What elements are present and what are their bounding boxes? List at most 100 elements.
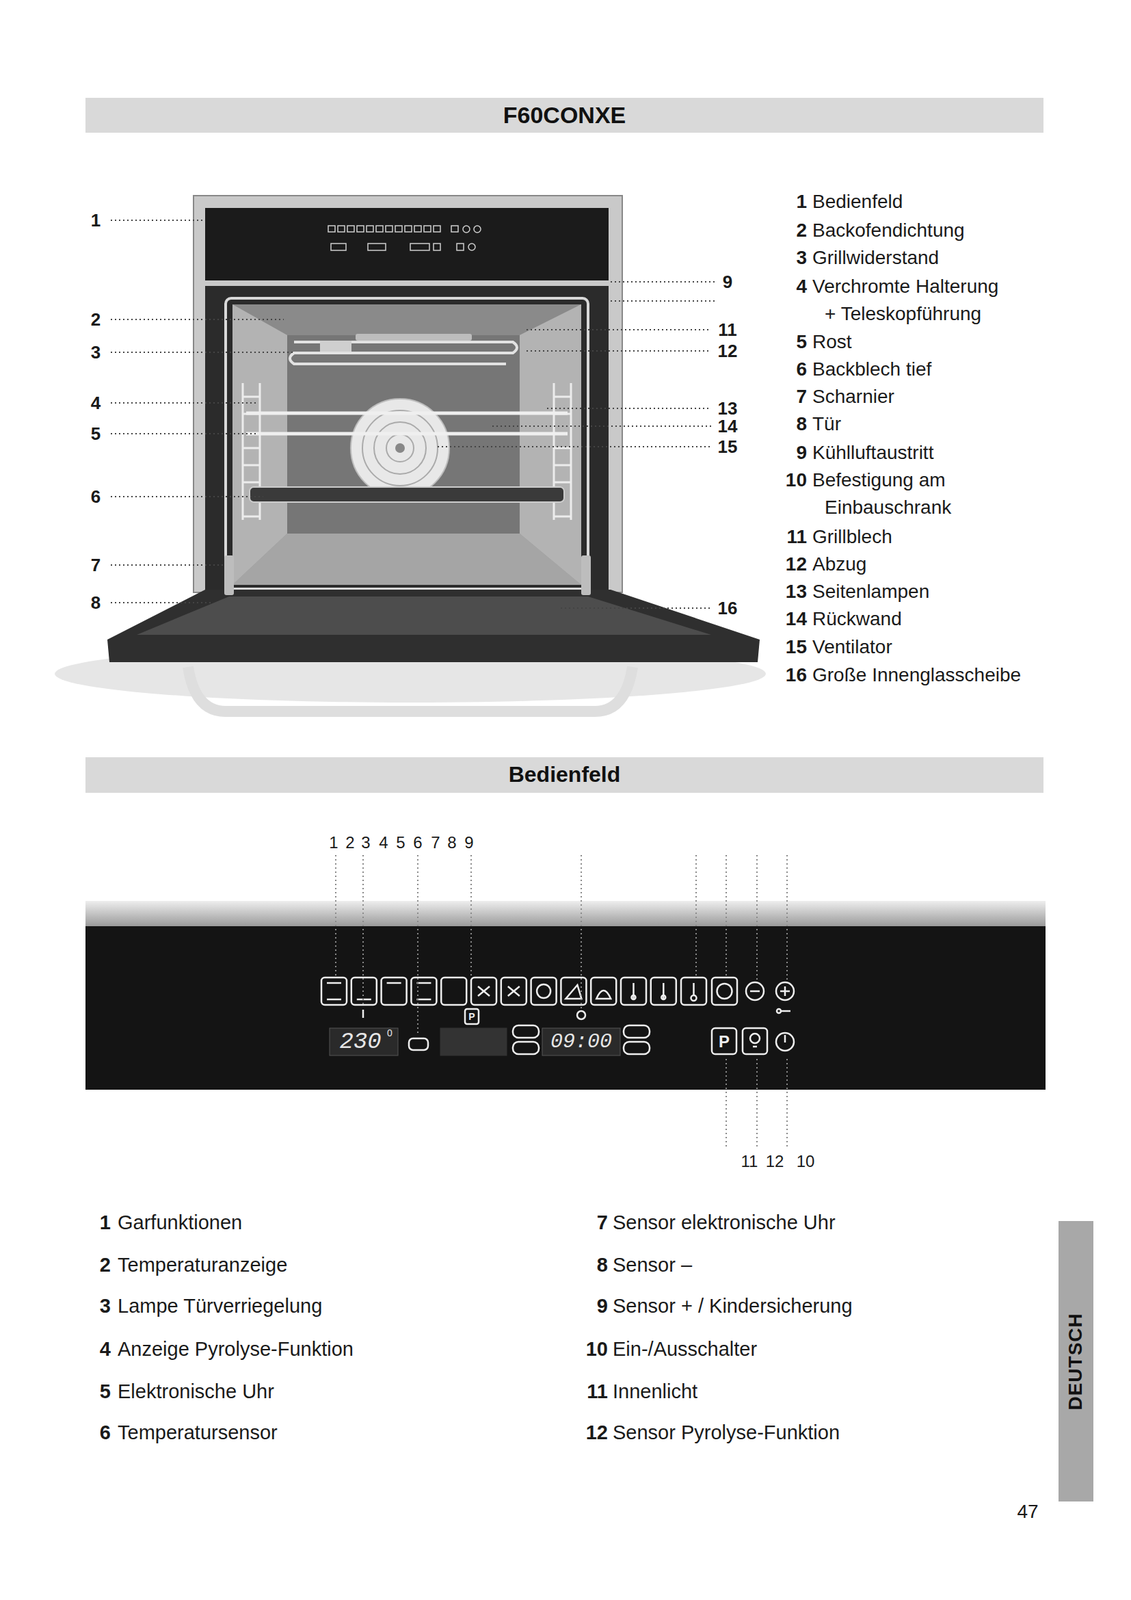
- callout-leaders-line: [470, 854, 472, 976]
- callout-number: 6: [413, 832, 422, 853]
- oven-panel-icons-rect: [376, 225, 383, 232]
- panel-icons-line: [387, 981, 402, 984]
- panel-icons-polygon: [565, 984, 582, 999]
- panel-icons-rect: [681, 977, 707, 1005]
- panel-icons-rect: [512, 1041, 539, 1054]
- legend-text: Lampe Türverriegelung: [117, 1293, 323, 1318]
- callout-number: 3: [90, 341, 101, 364]
- legend-number: 6: [99, 1420, 111, 1445]
- part-name: Bedienfeld: [812, 188, 903, 216]
- panel-icons-line: [784, 1034, 787, 1043]
- door-glass: [136, 596, 712, 635]
- leader-lines-line: [610, 281, 716, 283]
- part-number: 15: [785, 633, 807, 661]
- oven-panel-icons-rect: [347, 225, 355, 232]
- panel-icons-circle: [691, 994, 697, 1001]
- oven-panel-icons: [328, 225, 481, 251]
- side-rack-line: [242, 515, 260, 518]
- callout-number: 1: [328, 832, 338, 853]
- panel-icons-line: [780, 1009, 791, 1013]
- oven-panel-icons-rect: [366, 225, 374, 232]
- panel-icons-line: [784, 986, 787, 996]
- panel-icons-circle: [746, 981, 764, 1000]
- panel-icons-rect: [471, 977, 497, 1005]
- callout-leaders-line: [335, 854, 337, 976]
- callout-number: 11: [741, 1150, 759, 1171]
- section-band-text: Bedienfeld: [508, 762, 621, 787]
- callout-leaders-line: [786, 854, 788, 981]
- display-degree: 0: [387, 1027, 393, 1039]
- part-name: Verchromte Halterung + Teleskopführung: [812, 272, 1013, 328]
- panel-icons-rect: [408, 1038, 429, 1050]
- panel-icons-rect: [531, 977, 557, 1005]
- side-rack-line: [553, 464, 571, 467]
- oven-panel-icons-rect: [330, 243, 347, 251]
- part-name: Ventilator: [812, 633, 893, 661]
- panel-icons-line: [508, 986, 520, 996]
- legend-number: 9: [596, 1293, 608, 1318]
- panel-icons-circle: [631, 994, 636, 1000]
- callout-leaders: [335, 854, 788, 1149]
- callout-number: 8: [90, 592, 101, 614]
- callout-number: 16: [717, 597, 738, 619]
- panel-icons-circle: [776, 1032, 794, 1051]
- panel-icons-rect: [441, 977, 467, 1005]
- part-name: Tür: [812, 410, 842, 438]
- part-name: Kühlluftaustritt: [812, 438, 934, 467]
- legend-number: 12: [586, 1420, 608, 1445]
- leader-lines-line: [110, 495, 264, 498]
- legend-text: Temperaturanzeige: [117, 1252, 288, 1277]
- callout-leaders-line: [362, 854, 364, 1007]
- control-panel-rect: [542, 1027, 621, 1056]
- fan-circle: [395, 443, 405, 453]
- part-number: 16: [785, 661, 807, 689]
- side-rack-line: [570, 382, 573, 520]
- oven-illustration-rect: [205, 207, 609, 281]
- panel-icons-line: [326, 998, 342, 1001]
- callout-leaders-line: [756, 854, 758, 981]
- section-band: Bedienfeld: [85, 756, 1044, 793]
- panel-icons-line: [416, 981, 431, 984]
- callout-number: 12: [765, 1150, 785, 1171]
- part-name: Backofendichtung: [812, 216, 965, 245]
- panel-icons-rect: [501, 977, 527, 1005]
- panel-icons-rect: [650, 977, 677, 1005]
- panel-icons-circle: [750, 1033, 760, 1043]
- panel-icons-rect: [351, 977, 377, 1005]
- callout-number: 2: [345, 832, 355, 853]
- hinge: [224, 555, 234, 595]
- legend-number: 5: [99, 1379, 111, 1404]
- part-number: 13: [785, 577, 807, 606]
- callout-leaders-line: [786, 1058, 788, 1149]
- rack: [246, 411, 568, 416]
- part-name: Rost: [812, 328, 853, 356]
- legend-text: Anzeige Pyrolyse-Funktion: [117, 1336, 354, 1361]
- oven-panel-icons-rect: [337, 225, 345, 232]
- part-name: Befestigung am Einbauschrank: [812, 466, 1013, 522]
- callout-number: 5: [395, 832, 405, 853]
- legend-text: Elektronische Uhr: [117, 1379, 275, 1404]
- legend-number: 8: [596, 1252, 608, 1277]
- legend-number: 1: [99, 1210, 111, 1235]
- panel-icons-line: [508, 986, 520, 996]
- legend-number: 3: [99, 1293, 111, 1318]
- panel-icons-circle: [536, 983, 551, 998]
- panel-icons-path: [596, 990, 611, 999]
- oven-illustration-rect: [232, 304, 582, 585]
- legend-number: 2: [99, 1252, 111, 1277]
- part-number: 9: [795, 438, 807, 467]
- callout-number: 11: [717, 319, 738, 341]
- oven-panel-icons-rect: [404, 225, 412, 232]
- legend-text: Temperatursensor: [117, 1420, 278, 1445]
- part-name: Große Innenglasscheibe: [812, 661, 1021, 689]
- door: [107, 589, 760, 662]
- part-number: 3: [795, 244, 807, 272]
- callout-number: 3: [361, 832, 370, 853]
- legend-text: Innenlicht: [612, 1379, 698, 1404]
- side-rack-line: [242, 464, 260, 467]
- part-number: 6: [795, 355, 807, 383]
- panel-icons-line: [750, 990, 760, 993]
- callout-number: 7: [430, 832, 440, 853]
- leader-lines-line: [526, 350, 712, 352]
- leader-lines-line: [492, 425, 712, 427]
